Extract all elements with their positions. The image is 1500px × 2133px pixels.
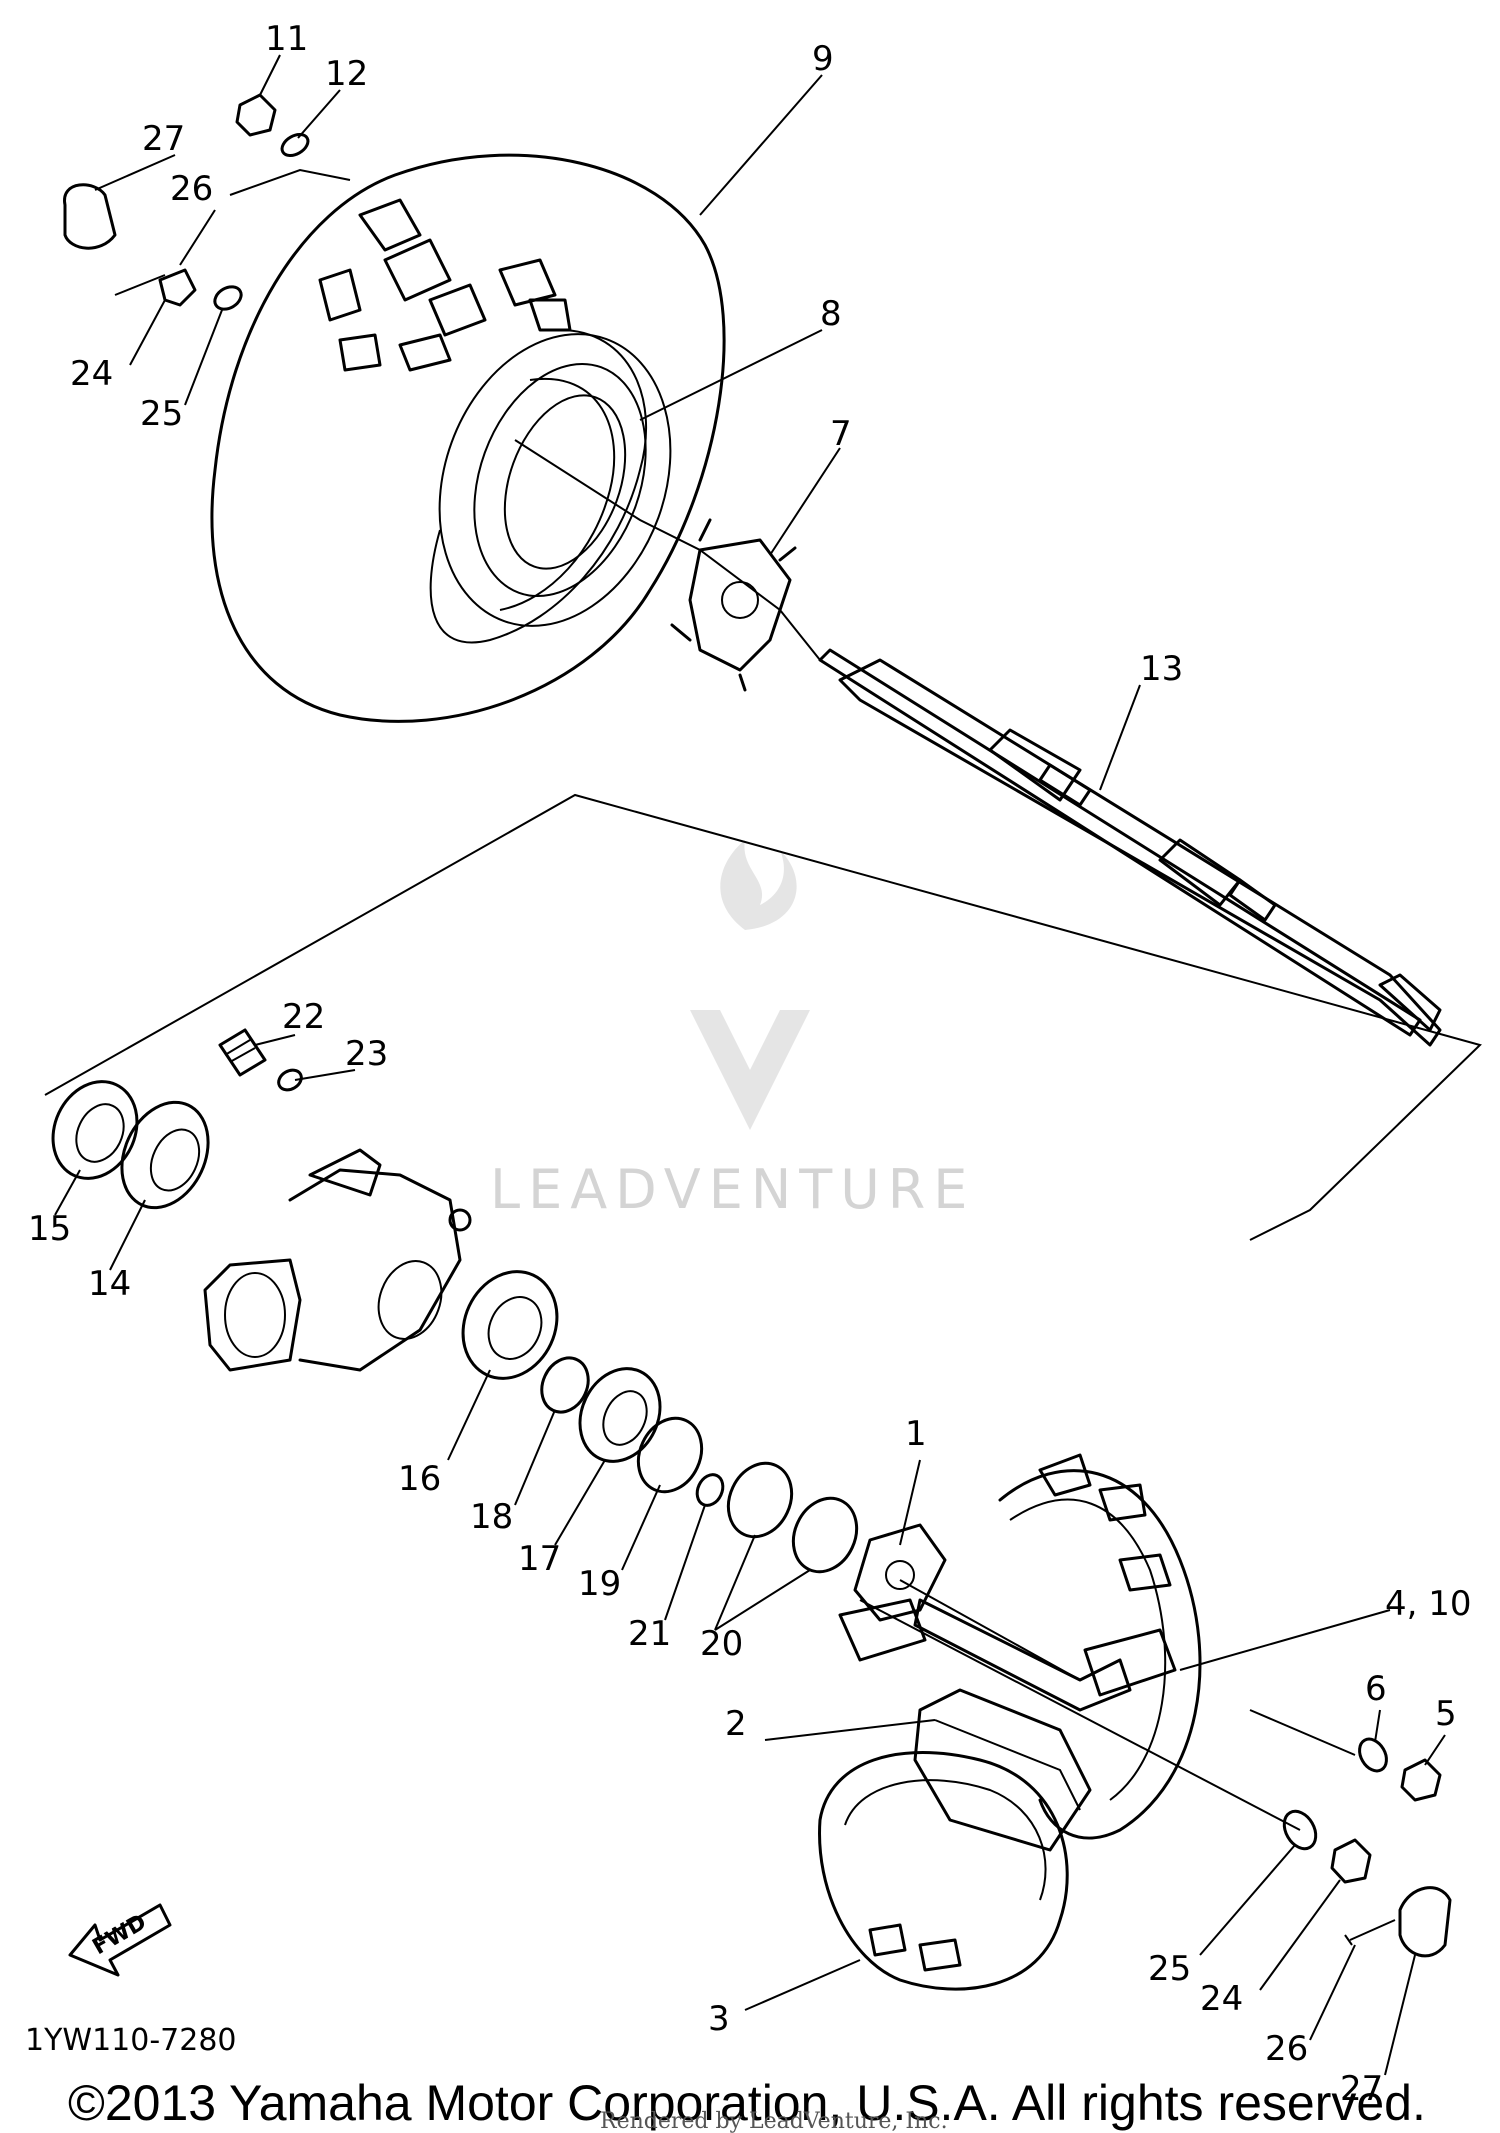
callout-25-upper: 25 [140, 394, 183, 434]
copyright-notice: ©2013 Yamaha Motor Corporation, U.S.A. A… [68, 2075, 1426, 2131]
callout-27-upper: 27 [142, 119, 185, 159]
assembly-line-lower-2 [859, 1599, 1301, 1831]
washer-6 [1358, 1737, 1388, 1773]
cap-27-lower [1398, 1886, 1452, 1958]
callout-18: 18 [470, 1497, 513, 1537]
axle-housing-2 [913, 1688, 1092, 1852]
lower-tire-front-half [818, 1751, 1069, 1991]
callout-6: 6 [1365, 1669, 1387, 1709]
callout-25-lower: 25 [1148, 1949, 1191, 1989]
callout-26-upper: 26 [170, 169, 213, 209]
bearing-17 [578, 1367, 662, 1463]
assembly-line-upper [229, 168, 351, 196]
assembly-line-lower-3 [1249, 1709, 1356, 1756]
callout-11: 11 [265, 19, 308, 59]
callout-21: 21 [628, 1614, 671, 1654]
callout-14: 14 [88, 1264, 131, 1304]
callout-17: 17 [518, 1539, 561, 1579]
watermark-text: LEADVENTURE [490, 1158, 975, 1221]
bearing-14 [120, 1100, 210, 1210]
fwd-arrow: FWD [68, 1903, 172, 1977]
callout-12: 12 [325, 54, 368, 94]
callout-7: 7 [830, 414, 852, 454]
seal-19 [636, 1416, 704, 1494]
callout-13: 13 [1140, 649, 1183, 689]
knuckle [203, 1148, 472, 1372]
nut-24-lower [1330, 1838, 1372, 1884]
leadventure-watermark-logo [690, 840, 810, 1130]
callout-24-upper: 24 [70, 354, 113, 394]
callout-19: 19 [578, 1564, 621, 1604]
callout-2: 2 [725, 1704, 747, 1744]
callout-26-lower: 26 [1265, 2029, 1308, 2069]
callout-3: 3 [708, 1999, 730, 2039]
upper-hub [670, 518, 797, 692]
nut-5 [1400, 1758, 1442, 1802]
callout-16: 16 [398, 1459, 441, 1499]
callout-labels: 1 2 3 4, 10 5 6 7 8 9 11 12 13 14 15 16 … [28, 19, 1472, 2109]
callout-27-lower: 27 [1340, 2069, 1383, 2109]
circlip-21 [695, 1473, 725, 1507]
diagram-code: 1YW110-7280 [25, 2023, 237, 2058]
bolt-22 [218, 1028, 267, 1077]
callout-23: 23 [345, 1034, 388, 1074]
callout-5: 5 [1435, 1694, 1457, 1734]
callout-20: 20 [700, 1624, 743, 1664]
washer-25-lower [1282, 1809, 1318, 1851]
assembly-line-axle [514, 439, 821, 661]
rendered-by-text: Rendered by LeadVenture, Inc. [600, 2109, 948, 2133]
collar-18 [540, 1356, 590, 1414]
bearing-16 [461, 1270, 559, 1380]
assembly-line-lower-1 [899, 1579, 1081, 1681]
callout-8: 8 [820, 294, 842, 334]
callout-15: 15 [28, 1209, 71, 1249]
lower-hub [838, 1523, 947, 1662]
assembly-line-frame [44, 793, 1482, 1241]
callout-9: 9 [812, 39, 834, 79]
cotter-pin-26-lower [1344, 1919, 1396, 1946]
rear-axle [818, 648, 1442, 1047]
callout-22: 22 [282, 997, 325, 1037]
leader-lines [54, 54, 1446, 2076]
upper-tire [210, 153, 726, 723]
nuts-20 [726, 1461, 859, 1574]
small-parts-upper [63, 93, 310, 311]
washer-23 [277, 1068, 303, 1092]
callout-1: 1 [905, 1414, 927, 1454]
seal-15 [51, 1080, 139, 1180]
callout-4-10: 4, 10 [1385, 1584, 1472, 1624]
callout-24-lower: 24 [1200, 1979, 1243, 2019]
